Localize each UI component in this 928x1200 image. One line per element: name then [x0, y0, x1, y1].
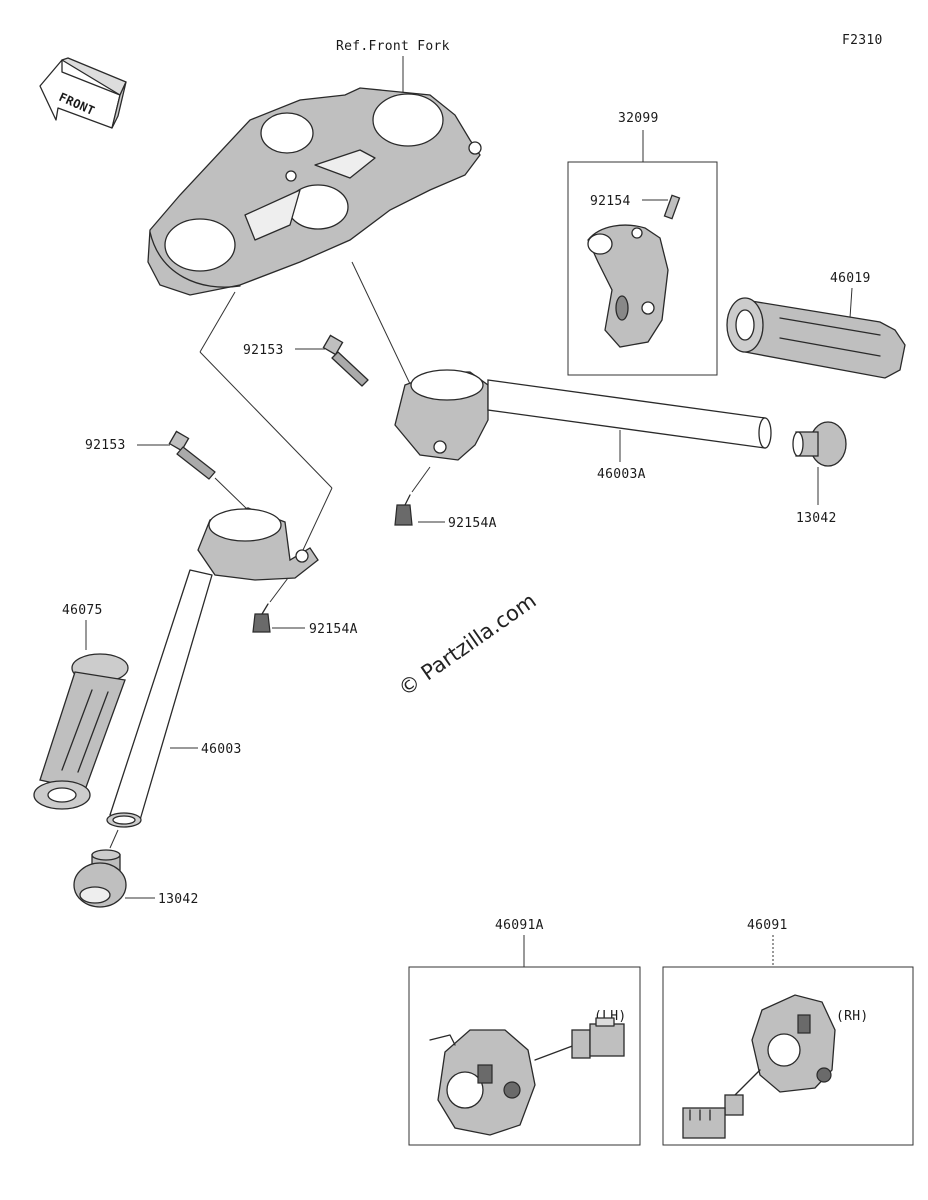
bolt-92153-lower [168, 430, 216, 480]
guide-screw-upper [411, 466, 431, 493]
label-rh: (RH) [836, 1009, 869, 1024]
screw-92154A-lower [252, 603, 271, 633]
left-grip-46075 [33, 653, 129, 810]
callout-46003A: 46003A [597, 467, 646, 482]
callout-92154: 92154 [590, 194, 631, 209]
front-arrow-icon: FRONT [39, 57, 127, 129]
right-grip-46019 [726, 297, 906, 379]
callout-92154A-lower: 92154A [309, 622, 358, 637]
callout-92153-lower: 92153 [85, 438, 126, 453]
callout-46091A: 46091A [495, 918, 544, 933]
guide-screw-lower [269, 577, 289, 603]
left-switch-housing-46091A [429, 1017, 625, 1136]
part-box-32099 [567, 161, 718, 376]
throttle-housing [587, 194, 681, 348]
guide-bolt-lower [214, 477, 249, 511]
bar-end-13042-right [792, 421, 847, 467]
left-handlebar-clamp [197, 507, 319, 581]
callout-32099: 32099 [618, 111, 659, 126]
callout-46003: 46003 [201, 742, 242, 757]
callout-92154A-upper: 92154A [448, 516, 497, 531]
callout-46019: 46019 [830, 271, 871, 286]
left-handlebar-46003 [106, 569, 213, 828]
right-handlebar-46003A [487, 379, 772, 449]
callout-92153-upper: 92153 [243, 343, 284, 358]
guide-line-left-b [199, 351, 333, 489]
bolt-92153-upper [322, 334, 369, 387]
leader-46019 [849, 287, 853, 319]
figure-code: F2310 [842, 33, 883, 48]
callout-13042-left: 13042 [158, 892, 199, 907]
guide-line-left-c [302, 487, 333, 551]
callout-46075: 46075 [62, 603, 103, 618]
right-switch-housing-46091 [682, 994, 836, 1139]
bar-end-13042-left [73, 849, 127, 908]
guide-bar-end-left [109, 829, 119, 849]
watermark: © Partzilla.com [394, 588, 541, 701]
part-box-46091A [408, 966, 641, 1146]
screw-92154A-upper [394, 494, 413, 526]
guide-line-left-a [199, 291, 236, 353]
callout-ref-front-fork: Ref.Front Fork [336, 39, 450, 54]
right-handlebar-clamp [394, 369, 489, 461]
upper-triple-clamp [147, 87, 482, 296]
callout-46091: 46091 [747, 918, 788, 933]
callout-13042-right: 13042 [796, 511, 837, 526]
part-box-46091 [662, 966, 914, 1146]
